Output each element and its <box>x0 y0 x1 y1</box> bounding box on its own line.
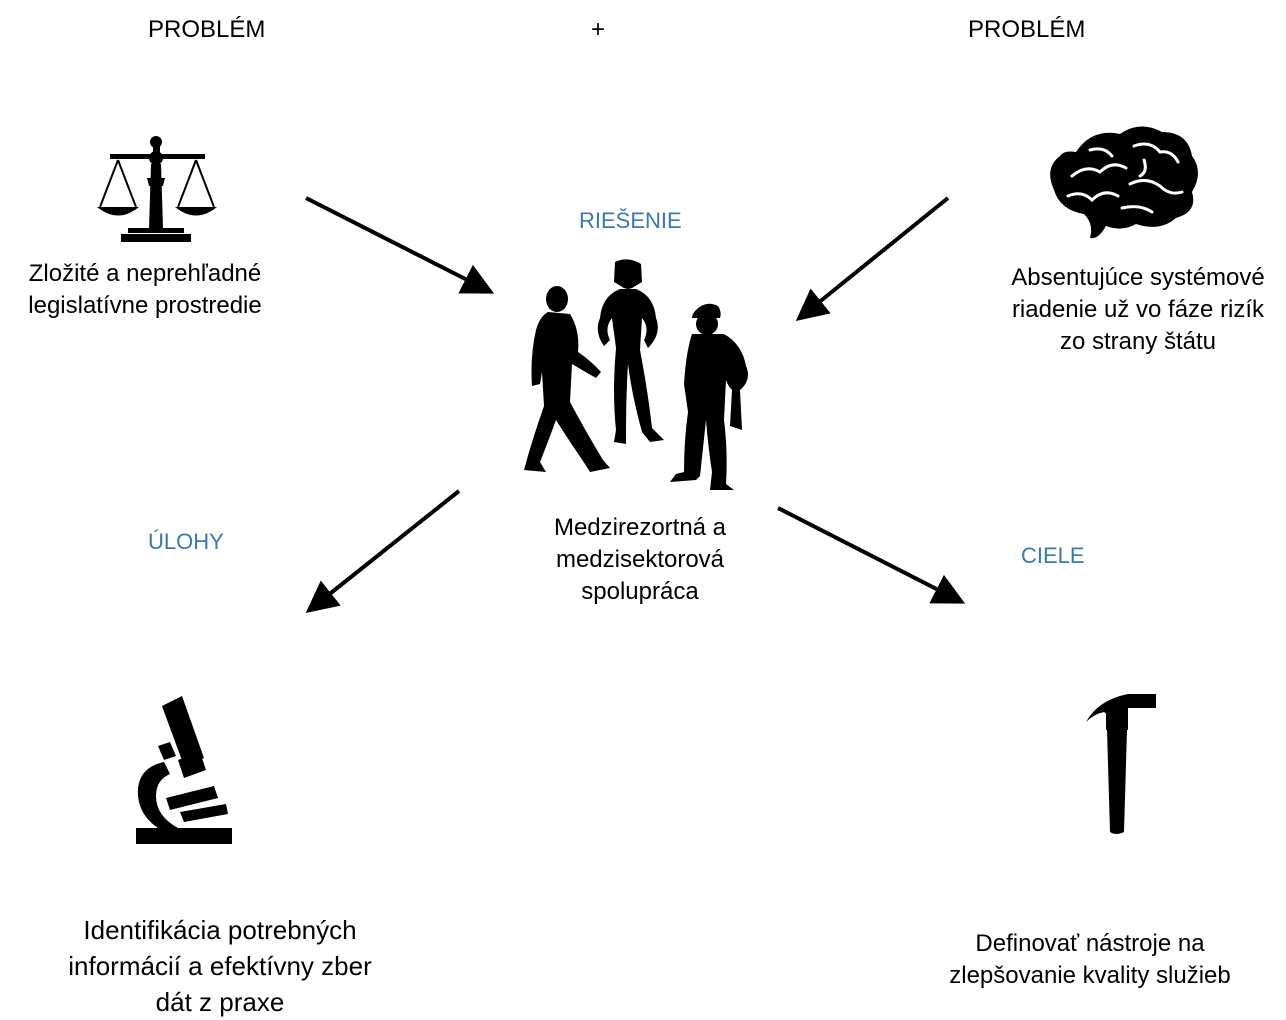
tasks-label: ÚLOHY <box>148 529 224 554</box>
goals-label: CIELE <box>1021 543 1085 568</box>
arrow-legislation-to-solution <box>305 196 495 294</box>
arrow-solution-to-tasks <box>305 489 461 613</box>
scales-icon <box>97 136 217 242</box>
brain-icon <box>1050 126 1198 239</box>
tools-text: Definovať nástroje na zlepšovanie kvalit… <box>949 930 1231 989</box>
microscope-icon <box>136 696 232 844</box>
solution-label: RIEŠENIE <box>579 208 682 233</box>
cooperation-text: Medzirezortná a medzisektorová spoluprác… <box>553 514 727 605</box>
plus-sign: + <box>591 16 606 43</box>
legislation-text: Zložité a neprehľadné legislatívne prost… <box>28 260 262 319</box>
management-text: Absentujúce systémové riadenie už vo fáz… <box>1011 264 1265 355</box>
hammer-icon <box>1086 694 1156 834</box>
identification-text: Identifikácia potrebných informácií a ef… <box>68 915 372 1017</box>
arrow-solution-to-goals <box>777 506 966 604</box>
problem-label-left: PROBLÉM <box>148 16 266 43</box>
arrow-management-to-solution <box>795 196 950 322</box>
problem-label-right: PROBLÉM <box>968 16 1086 43</box>
people-group-icon <box>524 259 748 490</box>
